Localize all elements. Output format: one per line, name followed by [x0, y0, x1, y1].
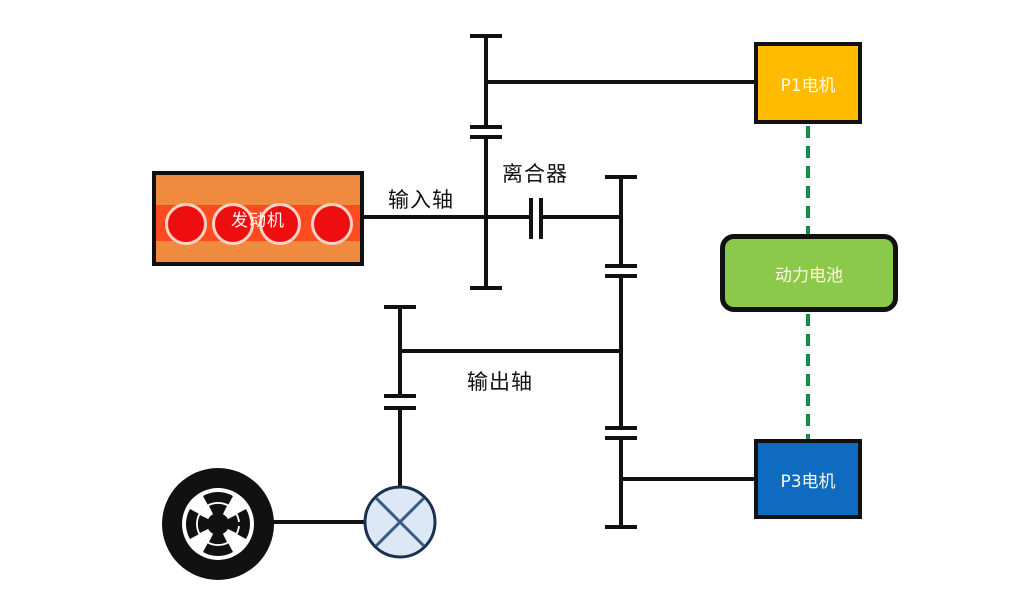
p1-motor-label: P1电机	[780, 75, 836, 96]
cylinder-icon	[165, 203, 207, 245]
differential-icon	[363, 485, 437, 559]
engine-label: 发动机	[231, 211, 285, 231]
cylinder-icon	[212, 203, 254, 245]
battery-label: 动力电池	[775, 265, 843, 286]
cylinder-icon	[259, 203, 301, 245]
clutch-label: 离合器	[502, 162, 568, 186]
cylinder-icon	[311, 203, 353, 245]
p3-motor-label: P3电机	[780, 471, 836, 492]
wheel-icon	[162, 468, 274, 580]
input-shaft-label: 输入轴	[388, 188, 454, 212]
p3-motor: P3电机	[754, 439, 862, 519]
p1-motor: P1电机	[754, 42, 862, 124]
power-battery: 动力电池	[720, 234, 898, 312]
engine-block: 发动机	[152, 171, 364, 266]
output-shaft-label: 输出轴	[467, 370, 533, 394]
